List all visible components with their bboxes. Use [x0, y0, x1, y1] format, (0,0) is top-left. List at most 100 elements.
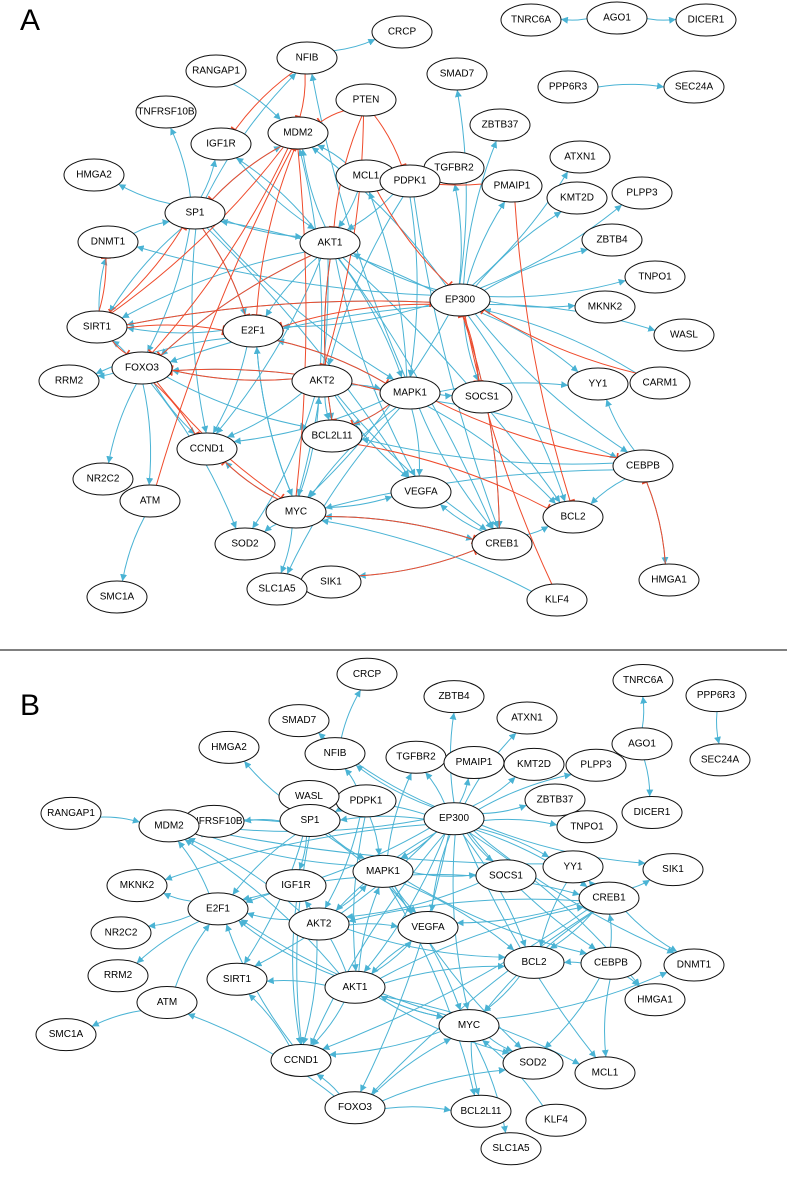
node-slc1a5[interactable]: SLC1A5 — [246, 572, 308, 606]
node-foxo3[interactable]: FOXO3 — [111, 351, 173, 385]
node-atxn1[interactable]: ATXN1 — [549, 140, 611, 174]
node-hmga1[interactable]: HMGA1 — [638, 563, 700, 597]
node-sirt1[interactable]: SIRT1 — [206, 962, 268, 996]
node-bcl2[interactable]: BCL2 — [542, 500, 604, 534]
node-sod2[interactable]: SOD2 — [214, 527, 276, 561]
node-tnfrsf10b[interactable]: TNFRSF10B — [135, 95, 197, 129]
node-sec24a[interactable]: SEC24A — [663, 70, 725, 104]
node-pmaip1[interactable]: PMAIP1 — [443, 746, 505, 780]
node-mknk2[interactable]: MKNK2 — [106, 869, 168, 903]
node-akt2[interactable]: AKT2 — [288, 907, 350, 941]
node-cebpb[interactable]: CEBPB — [612, 449, 674, 483]
node-pmaip1[interactable]: PMAIP1 — [481, 169, 543, 203]
node-tnrc6a[interactable]: TNRC6A — [612, 664, 674, 698]
node-ago1[interactable]: AGO1 — [586, 1, 648, 35]
node-zbtb37[interactable]: ZBTB37 — [524, 783, 586, 817]
node-mdm2[interactable]: MDM2 — [138, 809, 200, 843]
node-ep300[interactable]: EP300 — [423, 802, 485, 836]
node-nfib[interactable]: NFIB — [276, 41, 338, 75]
node-vegfa[interactable]: VEGFA — [397, 911, 459, 945]
node-igf1r[interactable]: IGF1R — [190, 127, 252, 161]
node-sod2[interactable]: SOD2 — [502, 1046, 564, 1080]
node-tnfrsf10b[interactable]: TNFRSF10B — [183, 804, 245, 838]
node-slc1a5[interactable]: SLC1A5 — [480, 1132, 542, 1166]
node-hmga1[interactable]: HMGA1 — [624, 983, 686, 1017]
node-tnpo1[interactable]: TNPO1 — [624, 260, 686, 294]
node-klf4[interactable]: KLF4 — [526, 583, 588, 617]
node-igf1r[interactable]: IGF1R — [265, 869, 327, 903]
node-tgfbr2[interactable]: TGFBR2 — [385, 740, 447, 774]
node-creb1[interactable]: CREB1 — [578, 881, 640, 915]
node-crcp[interactable]: CRCP — [371, 15, 433, 49]
node-ago1[interactable]: AGO1 — [611, 727, 673, 761]
node-e2f1[interactable]: E2F1 — [187, 892, 249, 926]
node-creb1[interactable]: CREB1 — [471, 527, 533, 561]
node-crcp[interactable]: CRCP — [336, 657, 398, 691]
node-dicer1[interactable]: DICER1 — [621, 796, 683, 830]
node-plpp3[interactable]: PLPP3 — [611, 176, 673, 210]
node-klf4[interactable]: KLF4 — [525, 1103, 587, 1137]
node-smc1a[interactable]: SMC1A — [35, 1018, 97, 1052]
node-hmga2[interactable]: HMGA2 — [63, 158, 125, 192]
node-nr2c2[interactable]: NR2C2 — [90, 916, 152, 950]
node-ppp6r3[interactable]: PPP6R3 — [685, 679, 747, 713]
node-zbtb37[interactable]: ZBTB37 — [469, 108, 531, 142]
node-kmt2d[interactable]: KMT2D — [546, 181, 608, 215]
node-myc[interactable]: MYC — [438, 1009, 500, 1043]
node-mcl1[interactable]: MCL1 — [574, 1056, 636, 1090]
node-pdpk1[interactable]: PDPK1 — [335, 784, 397, 818]
node-wasl[interactable]: WASL — [653, 318, 715, 352]
node-cebpb[interactable]: CEBPB — [580, 946, 642, 980]
node-yy1[interactable]: YY1 — [567, 367, 629, 401]
node-sirt1[interactable]: SIRT1 — [66, 310, 128, 344]
node-dnmt1[interactable]: DNMT1 — [77, 225, 139, 259]
node-bcl2l11[interactable]: BCL2L11 — [450, 1094, 512, 1128]
node-bcl2l11[interactable]: BCL2L11 — [301, 419, 363, 453]
node-myc[interactable]: MYC — [265, 495, 327, 529]
node-ppp6r3[interactable]: PPP6R3 — [537, 70, 599, 104]
node-yy1[interactable]: YY1 — [542, 850, 604, 884]
node-kmt2d[interactable]: KMT2D — [503, 747, 565, 781]
node-mknk2[interactable]: MKNK2 — [574, 290, 636, 324]
node-socs1[interactable]: SOCS1 — [475, 859, 537, 893]
node-dicer1[interactable]: DICER1 — [675, 3, 737, 37]
node-ccnd1[interactable]: CCND1 — [270, 1043, 332, 1077]
node-rrm2[interactable]: RRM2 — [87, 959, 149, 993]
node-vegfa[interactable]: VEGFA — [390, 475, 452, 509]
node-rangap1[interactable]: RANGAP1 — [40, 796, 102, 830]
node-foxo3[interactable]: FOXO3 — [324, 1091, 386, 1125]
node-smad7[interactable]: SMAD7 — [426, 57, 488, 91]
node-nfib[interactable]: NFIB — [304, 737, 366, 771]
node-dnmt1[interactable]: DNMT1 — [663, 948, 725, 982]
node-hmga2[interactable]: HMGA2 — [198, 730, 260, 764]
node-plpp3[interactable]: PLPP3 — [565, 748, 627, 782]
node-zbtb4[interactable]: ZBTB4 — [423, 680, 485, 714]
node-mapk1[interactable]: MAPK1 — [379, 376, 441, 410]
node-mapk1[interactable]: MAPK1 — [352, 854, 414, 888]
node-wasl[interactable]: WASL — [278, 779, 340, 813]
node-atxn1[interactable]: ATXN1 — [496, 701, 558, 735]
node-akt2[interactable]: AKT2 — [291, 364, 353, 398]
node-rrm2[interactable]: RRM2 — [38, 364, 100, 398]
node-sik1[interactable]: SIK1 — [642, 853, 704, 887]
node-mdm2[interactable]: MDM2 — [267, 116, 329, 150]
node-ccnd1[interactable]: CCND1 — [176, 432, 238, 466]
node-sec24a[interactable]: SEC24A — [689, 743, 751, 777]
node-sp1[interactable]: SP1 — [164, 196, 226, 230]
node-rangap1[interactable]: RANGAP1 — [185, 54, 247, 88]
node-atm[interactable]: ATM — [119, 484, 181, 518]
node-akt1[interactable]: AKT1 — [324, 970, 386, 1004]
node-tnpo1[interactable]: TNPO1 — [556, 810, 618, 844]
node-nr2c2[interactable]: NR2C2 — [72, 462, 134, 496]
node-socs1[interactable]: SOCS1 — [451, 380, 513, 414]
node-pten[interactable]: PTEN — [335, 83, 397, 117]
node-pdpk1[interactable]: PDPK1 — [379, 164, 441, 198]
node-sik1[interactable]: SIK1 — [300, 565, 362, 599]
node-tnrc6a[interactable]: TNRC6A — [500, 3, 562, 37]
node-smad7[interactable]: SMAD7 — [268, 704, 330, 738]
node-bcl2[interactable]: BCL2 — [503, 945, 565, 979]
node-akt1[interactable]: AKT1 — [299, 226, 361, 260]
node-atm[interactable]: ATM — [136, 985, 198, 1019]
node-ep300[interactable]: EP300 — [429, 283, 491, 317]
node-e2f1[interactable]: E2F1 — [222, 314, 284, 348]
